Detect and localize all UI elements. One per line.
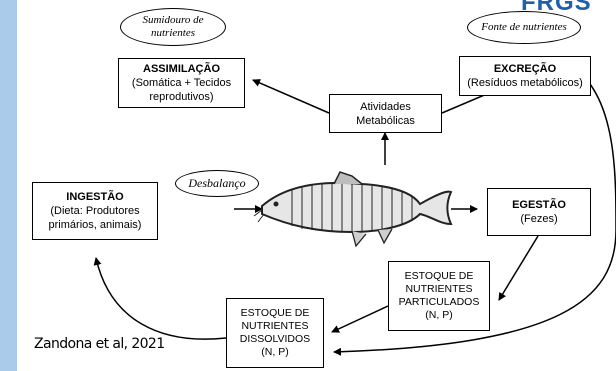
excretion-box: EXCREÇÃO (Resíduos metabólicos) (459, 56, 591, 96)
source-ellipse: Fonte de nutrientes (467, 11, 581, 44)
arrow-excretion-to-dissolved (333, 83, 616, 356)
egestion-line-1: (Fezes) (520, 213, 558, 225)
egestion-title: EGESTÃO (512, 199, 566, 211)
dissolved-line-3: DISSOLVIDOS (239, 333, 311, 345)
metabolic-line-1: Atividades (360, 100, 411, 113)
imbalance-ellipse: Desbalanço (175, 170, 259, 197)
egestion-box: EGESTÃO (Fezes) (487, 188, 591, 236)
sink-ellipse: Sumidouro de nutrientes (120, 8, 226, 46)
particulate-stock-box: ESTOQUE DE NUTRIENTES PARTICULADOS (N, P… (388, 261, 490, 331)
particulate-line-2: NUTRIENTES (405, 283, 473, 295)
particulate-line-3: PARTICULADOS (398, 296, 480, 308)
arrow-egestion-to-particulate (498, 235, 539, 301)
imbalance-label: Desbalanço (188, 176, 246, 190)
arrow-dissolved-to-ingestion (93, 257, 227, 340)
logo: FRGS (521, 0, 616, 10)
ingestion-line-2: primários, animais) (48, 219, 142, 231)
dissolved-line-2: NUTRIENTES (241, 320, 309, 332)
excretion-line-1: (Resíduos metabólicos) (467, 77, 583, 89)
ingestion-title: INGESTÃO (66, 191, 124, 203)
arrow-metabolic-to-assimilation (252, 79, 330, 114)
excretion-title: EXCREÇÃO (493, 63, 557, 75)
catfish-illustration (253, 171, 453, 248)
logo-text: FRGS (521, 0, 592, 10)
left-accent-bar (0, 0, 17, 371)
assimilation-box: ASSIMILAÇÃO (Somática + Tecidos reprodut… (118, 58, 245, 108)
ingestion-line-1: (Dieta: Produtores (50, 205, 140, 217)
particulate-line-4: (N, P) (425, 309, 453, 321)
dissolved-stock-box: ESTOQUE DE NUTRIENTES DISSOLVIDOS (N, P) (226, 298, 324, 368)
source-label: Fonte de nutrientes (481, 21, 567, 33)
sink-line-2: nutrientes (151, 27, 195, 39)
ingestion-box: INGESTÃO (Dieta: Produtores primários, a… (32, 182, 158, 240)
citation-label: Zandona et al, 2021 (34, 336, 165, 352)
assimilation-line-1: (Somática + Tecidos (131, 77, 232, 89)
dissolved-line-4: (N, P) (261, 346, 289, 358)
assimilation-title: ASSIMILAÇÃO (143, 63, 220, 75)
particulate-line-1: ESTOQUE DE (404, 270, 474, 282)
sink-line-1: Sumidouro de (142, 14, 204, 26)
metabolic-line-2: Metabólicas (356, 114, 415, 127)
dissolved-line-1: ESTOQUE DE (240, 307, 310, 319)
arrow-particulate-to-dissolved (331, 305, 389, 333)
metabolic-box: Atividades Metabólicas (329, 94, 442, 133)
assimilation-line-2: reprodutivos) (149, 91, 214, 103)
